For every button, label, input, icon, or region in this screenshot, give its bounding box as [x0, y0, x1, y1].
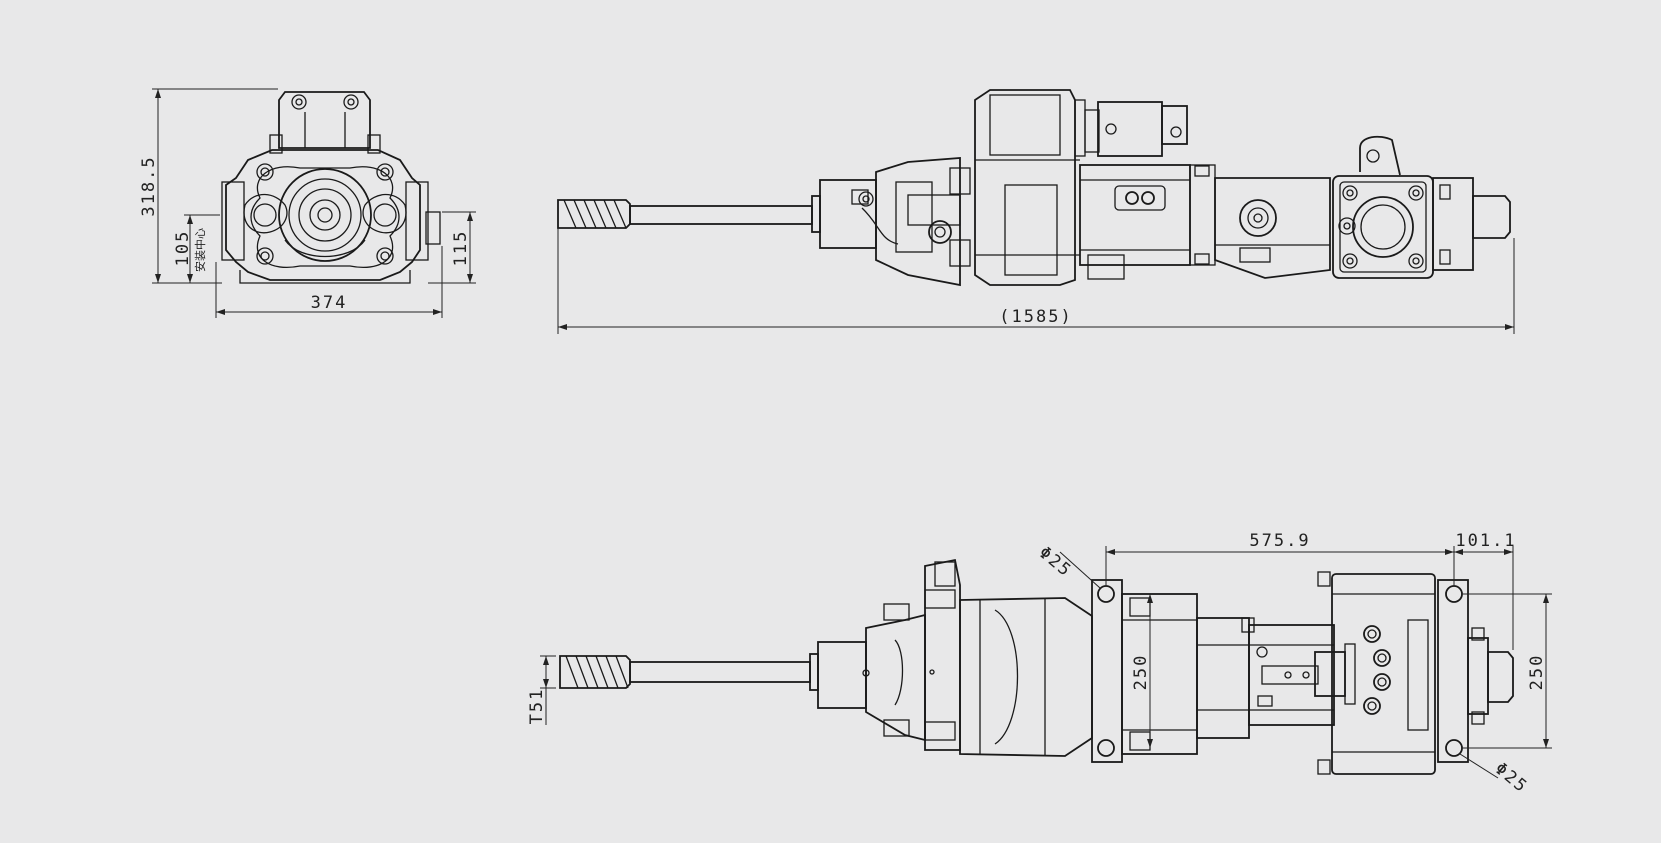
- dim-hole-left: Φ25: [1035, 543, 1076, 582]
- side-view: (1585): [557, 89, 1515, 334]
- top-view: Φ25 575.9 101.1 250 250 Φ25: [527, 531, 1552, 798]
- dim-mount-center-label: 安装中心: [193, 228, 207, 272]
- dim-height: 318.5: [139, 155, 159, 216]
- dim-overall-length: (1585): [999, 307, 1072, 327]
- dim-outer-height: 250: [1527, 654, 1547, 691]
- end-view: 318.5 105 安装中心 115 374: [139, 88, 476, 318]
- dim-mount-center: 105: [173, 230, 193, 267]
- top-view-dimensions: Φ25 575.9 101.1 250 250 Φ25: [527, 531, 1552, 798]
- dim-span: 575.9: [1249, 531, 1310, 551]
- dim-thread: T51: [527, 688, 547, 725]
- end-view-dimensions: 318.5 105 安装中心 115 374: [139, 88, 476, 318]
- dim-inner-height: 250: [1131, 654, 1151, 691]
- dim-right-height: 115: [451, 230, 471, 267]
- dim-offset: 101.1: [1455, 531, 1516, 551]
- dim-width: 374: [311, 293, 348, 313]
- dim-hole-right: Φ25: [1491, 759, 1532, 798]
- side-view-dimensions: (1585): [557, 228, 1515, 334]
